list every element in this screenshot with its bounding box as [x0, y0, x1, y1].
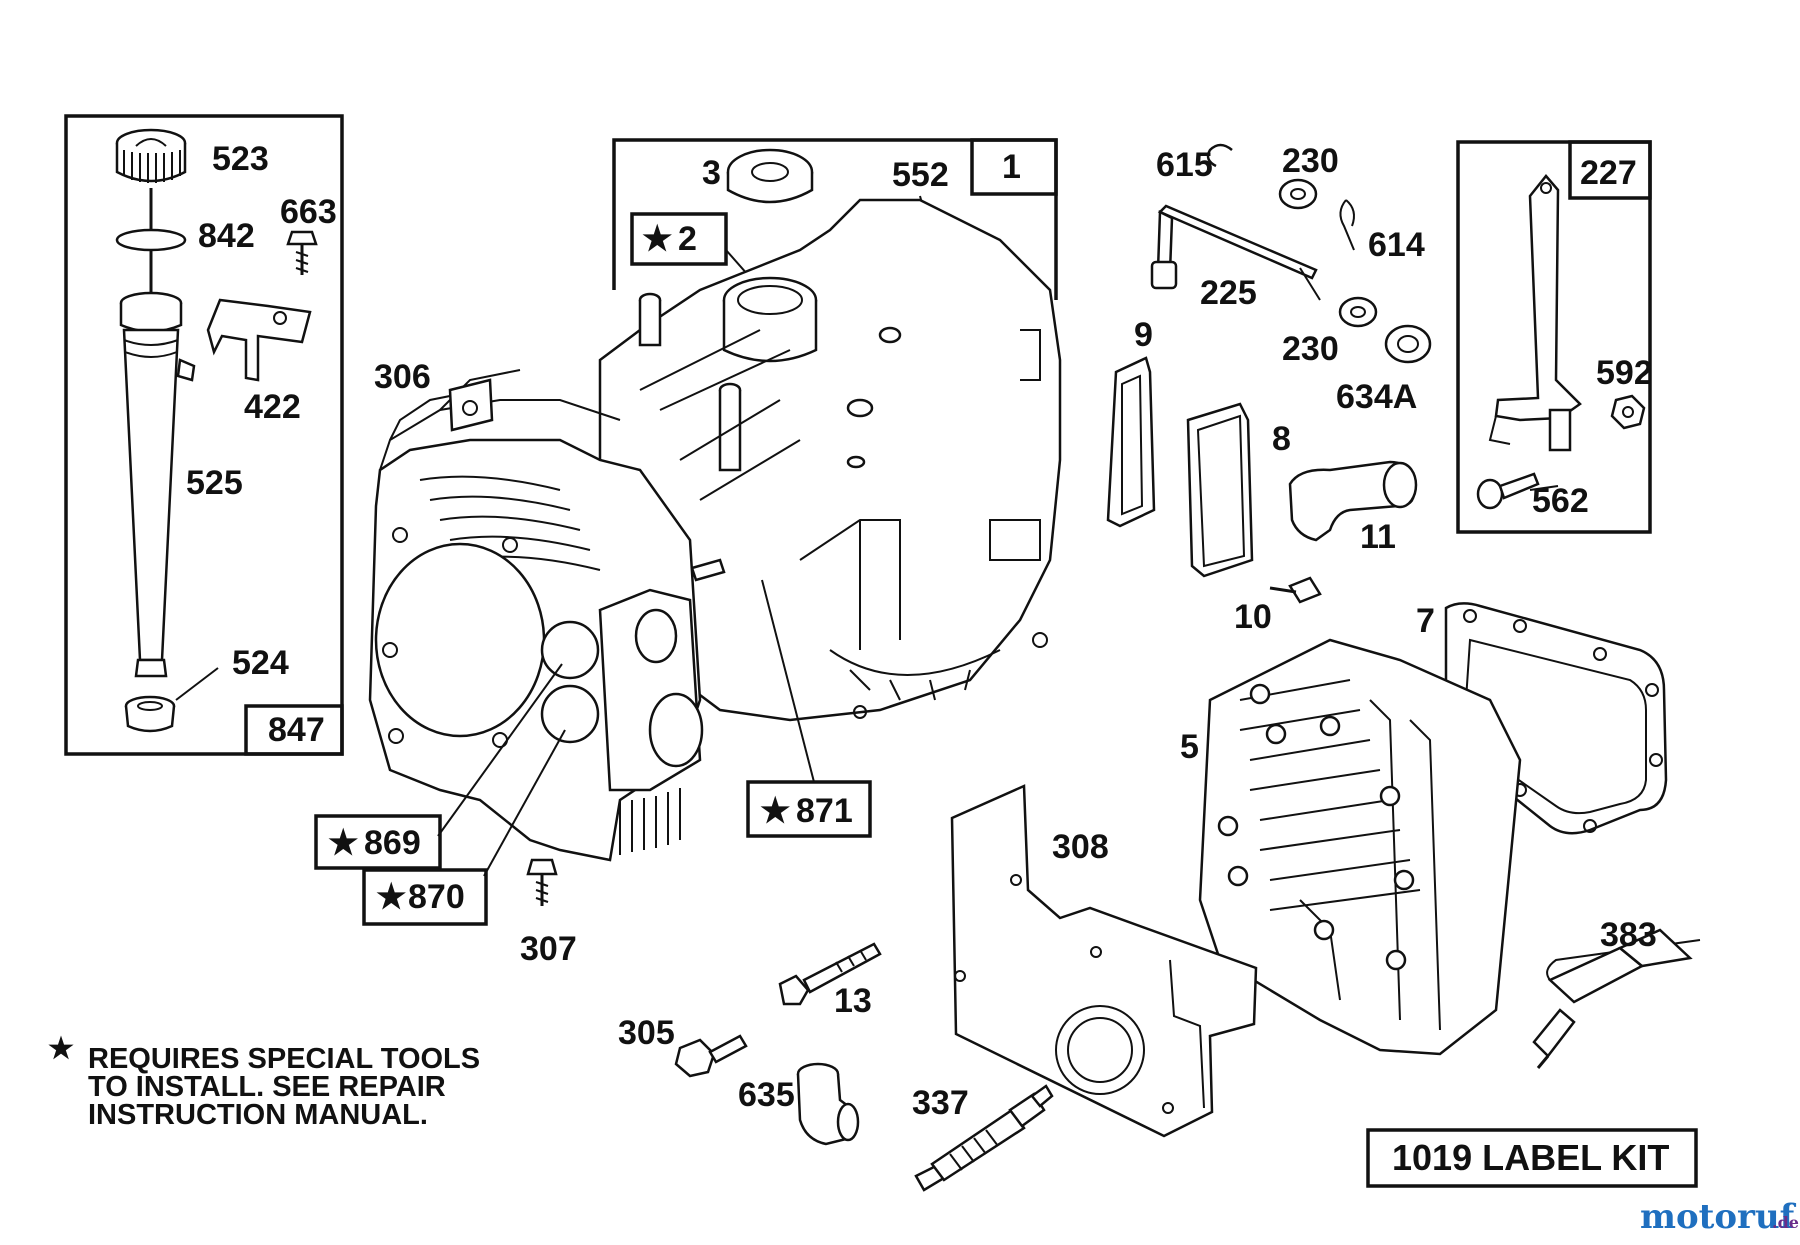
box-869 [314, 814, 442, 870]
label-kit-box [1366, 1128, 1698, 1188]
label-9: 9 [1134, 316, 1153, 354]
star-871: ★ [760, 792, 790, 830]
plug-524 [124, 695, 176, 733]
label-383: 383 [1600, 916, 1657, 954]
governor-parts-group: 615 230 614 225 230 634A [1150, 142, 1432, 416]
spark-plug-337 [914, 1084, 1054, 1192]
o-ring [115, 228, 187, 252]
label-13: 13 [834, 982, 872, 1020]
governor-lever-group: 227 592 562 [1456, 140, 1653, 534]
seal-634a [1384, 324, 1432, 364]
gasket-9 [1106, 356, 1156, 528]
note-line-3: INSTRUCTION MANUAL. [88, 1099, 428, 1131]
label-kit-text: 1019 LABEL KIT [1392, 1137, 1669, 1178]
seal-3 [726, 148, 814, 204]
box-871 [746, 780, 872, 838]
label-11: 11 [1360, 518, 1396, 556]
note-star: ★ [48, 1033, 74, 1065]
block-bracket [612, 138, 1058, 300]
fill-tube [119, 291, 196, 678]
label-552: 552 [892, 156, 949, 194]
stud-13 [778, 942, 882, 1006]
engine-block-group: 1 3 552 ★ 2 [314, 138, 1062, 968]
screw-305 [674, 1034, 748, 1078]
box-1-tab [970, 138, 1058, 196]
label-3: 3 [702, 154, 721, 192]
label-592: 592 [1596, 354, 1653, 392]
clip-615 [1206, 143, 1233, 168]
label-10: 10 [1234, 598, 1272, 636]
cylinder-head [1198, 638, 1522, 1056]
label-842: 842 [198, 217, 255, 255]
engine-block [368, 198, 1062, 862]
label-308: 308 [1052, 828, 1109, 866]
note-line-2: TO INSTALL. SEE REPAIR [88, 1071, 446, 1103]
screw-10 [1269, 576, 1322, 604]
label-8: 8 [1272, 420, 1291, 458]
bracket-422 [206, 298, 312, 382]
label-337: 337 [912, 1084, 969, 1122]
box-870 [362, 868, 488, 926]
label-635: 635 [738, 1076, 795, 1114]
watermark-brand: motoruf [1640, 1197, 1797, 1237]
screw-663 [286, 230, 318, 275]
label-230-bottom: 230 [1282, 330, 1339, 368]
watermark-suffix: .de [1772, 1213, 1799, 1232]
label-5: 5 [1180, 728, 1199, 766]
box-227-tab [1568, 140, 1652, 200]
bolt-307 [526, 858, 558, 906]
washer-230-top [1278, 178, 1318, 210]
label-305: 305 [618, 1014, 675, 1052]
oil-fill-box [64, 114, 344, 756]
shield-308 [950, 784, 1258, 1138]
oil-fill-group: 847 523 842 663 422 [64, 114, 344, 756]
star-2: ★ [642, 220, 672, 258]
star-869: ★ [328, 824, 358, 862]
governor-lever [1494, 174, 1582, 422]
dipstick-cap [115, 128, 187, 183]
label-847: 847 [268, 711, 325, 749]
label-871: 871 [796, 792, 853, 830]
nut-592 [1610, 394, 1646, 430]
special-tools-note: ★ REQUIRES SPECIAL TOOLS TO INSTALL. SEE… [48, 1033, 480, 1131]
star-870: ★ [376, 878, 406, 916]
lower-parts-group: 13 305 635 337 [618, 916, 1701, 1192]
breather-8 [1186, 402, 1254, 578]
elbow-635 [796, 1062, 860, 1146]
hairpin-614 [1339, 199, 1355, 251]
label-422: 422 [244, 388, 301, 426]
box-2 [630, 212, 728, 266]
label-562: 562 [1532, 482, 1589, 520]
label-306: 306 [374, 358, 431, 396]
breather-group: 9 8 11 10 [1106, 316, 1418, 636]
box-847-tab [244, 704, 344, 756]
label-307: 307 [520, 930, 577, 968]
governor-shaft [1150, 204, 1321, 301]
label-634a: 634A [1336, 378, 1417, 416]
label-1: 1 [1002, 148, 1021, 186]
label-524: 524 [232, 644, 289, 682]
label-227: 227 [1580, 154, 1637, 192]
label-614: 614 [1368, 226, 1425, 264]
label-7: 7 [1416, 602, 1435, 640]
label-525: 525 [186, 464, 243, 502]
label-230-top: 230 [1282, 142, 1339, 180]
label-663: 663 [280, 193, 337, 231]
lever-box [1456, 140, 1652, 534]
label-2: 2 [678, 220, 697, 258]
cylinder-head-group: 5 [1180, 638, 1522, 1056]
label-615: 615 [1156, 146, 1213, 184]
watermark: motoruf .de [1640, 1197, 1799, 1237]
washer-230-bottom [1338, 296, 1378, 328]
label-870: 870 [408, 878, 465, 916]
label-869: 869 [364, 824, 421, 862]
shield-group: 308 [950, 784, 1258, 1138]
label-225: 225 [1200, 274, 1257, 312]
bolt-562 [1476, 472, 1559, 510]
tool-383 [1532, 928, 1701, 1069]
label-523: 523 [212, 140, 269, 178]
note-line-1: REQUIRES SPECIAL TOOLS [88, 1043, 480, 1075]
